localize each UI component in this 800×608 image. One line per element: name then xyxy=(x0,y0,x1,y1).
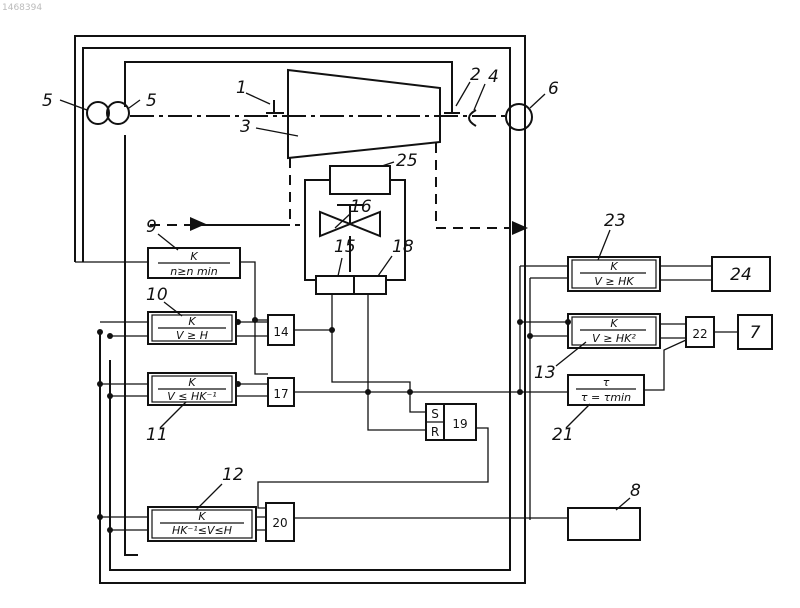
label-2: 2 xyxy=(470,65,481,85)
junction-dot xyxy=(527,333,533,339)
junction-dot xyxy=(365,389,371,395)
label-25: 25 xyxy=(396,151,418,171)
outputs-10 xyxy=(236,322,268,336)
junction-dot xyxy=(252,317,258,323)
junction-dot xyxy=(107,393,113,399)
leader-2 xyxy=(456,82,470,106)
label-5a: 5 xyxy=(42,91,53,111)
block-12-bottom: HK⁻¹≤V≤H xyxy=(172,524,232,537)
coupling-4 xyxy=(469,110,476,126)
block-21-bottom: τ = τmin xyxy=(581,391,631,404)
transformer-5a xyxy=(87,102,109,124)
leader-18 xyxy=(378,256,392,276)
leader-6 xyxy=(530,94,545,108)
label-13: 13 xyxy=(534,363,556,383)
label-12: 12 xyxy=(222,465,244,485)
loop-second xyxy=(83,48,510,570)
bus-left xyxy=(125,135,138,555)
block-10-top: K xyxy=(188,315,196,328)
block-11-bottom: V ≤ HK⁻¹ xyxy=(167,390,216,403)
outputs-11 xyxy=(236,384,268,396)
label-15: 15 xyxy=(334,237,356,257)
junction-dot xyxy=(107,333,113,339)
actuator-18 xyxy=(354,276,386,294)
junction-dots xyxy=(97,317,571,533)
link-13-22 xyxy=(660,324,686,338)
leader-15 xyxy=(338,258,342,276)
label-17: 17 xyxy=(273,387,288,401)
leader-4 xyxy=(474,84,485,110)
label-14: 14 xyxy=(273,325,288,339)
turbine-3 xyxy=(288,70,440,158)
label-9: 9 xyxy=(146,217,157,237)
block-8 xyxy=(568,508,640,540)
junction-dot xyxy=(235,381,241,387)
transformer-5b xyxy=(107,102,129,124)
trigger-r: R xyxy=(431,425,439,439)
junction-dot xyxy=(107,527,113,533)
arrow-in xyxy=(190,217,206,231)
label-20: 20 xyxy=(272,516,287,530)
label-5b: 5 xyxy=(146,91,157,111)
loop-outer xyxy=(75,36,525,583)
label-11: 11 xyxy=(146,425,168,445)
junction-dot xyxy=(517,319,523,325)
label-18: 18 xyxy=(392,237,414,257)
label-19: 19 xyxy=(452,417,467,431)
label-4: 4 xyxy=(488,67,499,87)
junction-dot xyxy=(235,319,241,325)
link-9-14 xyxy=(240,262,268,320)
label-16: 16 xyxy=(350,197,372,217)
block-23-bottom: V ≥ HK xyxy=(594,275,634,288)
leader-1 xyxy=(246,93,270,104)
label-6: 6 xyxy=(548,79,559,99)
junction-dot xyxy=(329,327,335,333)
label-23: 23 xyxy=(604,211,626,231)
link-15-19S xyxy=(332,330,426,412)
label-7: 7 xyxy=(750,323,761,343)
link-9-17 xyxy=(255,320,268,374)
block-13-top: K xyxy=(610,317,618,330)
patent-number: 1468394 xyxy=(2,3,42,13)
label-21: 21 xyxy=(552,425,574,445)
label-8: 8 xyxy=(630,481,641,501)
junction-dot xyxy=(97,514,103,520)
link-25-15 xyxy=(305,180,330,280)
junction-dot xyxy=(517,389,523,395)
leader-5b xyxy=(129,100,140,108)
junction-dot xyxy=(97,381,103,387)
inputs-right xyxy=(520,266,568,336)
block-11-top: K xyxy=(188,376,196,389)
block-25 xyxy=(330,166,390,194)
label-3: 3 xyxy=(240,117,251,137)
link-14-15 xyxy=(294,294,332,330)
leader-3 xyxy=(256,128,298,136)
block-10-bottom: V ≥ H xyxy=(176,329,208,342)
label-22: 22 xyxy=(692,327,707,341)
junction-dot xyxy=(97,329,103,335)
junction-dot xyxy=(407,389,413,395)
block-13-bottom: V ≥ HK² xyxy=(592,332,636,345)
label-1: 1 xyxy=(236,78,247,98)
junction-dot xyxy=(565,319,571,325)
actuator-15 xyxy=(316,276,354,294)
block-9-bottom: n≥n min xyxy=(170,265,217,278)
link-18-19R xyxy=(368,294,426,430)
leader-23 xyxy=(598,230,610,260)
block-9-top: K xyxy=(190,250,198,263)
trigger-s: S xyxy=(431,407,439,421)
outputs-12 xyxy=(256,517,266,530)
block-12-top: K xyxy=(198,510,206,523)
leader-21 xyxy=(566,404,590,428)
block-23-top: K xyxy=(610,260,618,273)
label-24: 24 xyxy=(730,265,752,285)
valve-16-left xyxy=(320,212,350,236)
link-23-24 xyxy=(660,266,712,280)
block-21-top: τ xyxy=(603,376,610,389)
